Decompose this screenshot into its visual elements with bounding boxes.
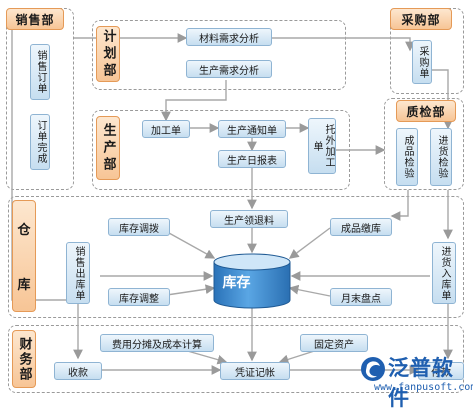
node-purchase-inbound[interactable]: 进货入库单 <box>432 242 456 304</box>
fanpusoft-logo: 泛普软件 www.fanpusoft.com <box>360 352 473 410</box>
node-inv-transfer[interactable]: 库存调拨 <box>108 218 170 236</box>
node-sales-order[interactable]: 销售订单 <box>30 44 50 100</box>
node-prod-daily[interactable]: 生产日报表 <box>218 150 286 168</box>
node-incoming-inspect[interactable]: 进货检验 <box>430 128 452 186</box>
node-sales-outbound[interactable]: 销售出库单 <box>66 242 90 304</box>
node-cost-alloc[interactable]: 费用分摊及成本计算 <box>100 334 214 352</box>
node-prod-pick-return[interactable]: 生产领退料 <box>210 210 288 228</box>
dept-sales: 销售部 <box>6 8 64 30</box>
node-fixed-assets[interactable]: 固定资产 <box>300 334 368 352</box>
node-voucher[interactable]: 凭证记帐 <box>220 362 290 380</box>
node-outsource-order[interactable]: 托外加工单 <box>308 118 336 174</box>
node-finished-stockin[interactable]: 成品缴库 <box>330 218 392 236</box>
finance-section <box>8 325 464 393</box>
node-finished-inspect[interactable]: 成品检验 <box>396 128 418 186</box>
dept-production: 生产部 <box>96 116 120 180</box>
quality-section <box>384 98 464 190</box>
warehouse-section <box>8 196 464 318</box>
fanpusoft-logo-icon <box>361 357 385 381</box>
node-receipt[interactable]: 收款 <box>54 362 102 380</box>
node-process-order[interactable]: 加工单 <box>142 120 190 138</box>
dept-planning: 计划部 <box>96 26 120 82</box>
dept-quality: 质检部 <box>396 100 456 122</box>
node-order-complete[interactable]: 订单完成 <box>30 114 50 170</box>
dept-warehouse-top: 仓 <box>17 223 31 238</box>
node-material-req[interactable]: 材料需求分析 <box>186 28 272 46</box>
node-month-end[interactable]: 月末盘点 <box>330 288 392 306</box>
dept-warehouse-bottom: 库 <box>17 278 31 293</box>
node-production-req[interactable]: 生产需求分析 <box>186 60 272 78</box>
logo-url: www.fanpusoft.com <box>374 382 473 393</box>
planning-section <box>92 20 346 90</box>
node-purchase-order[interactable]: 采购单 <box>412 40 432 84</box>
node-inv-adjust[interactable]: 库存调整 <box>108 288 170 306</box>
node-prod-notice[interactable]: 生产通知单 <box>218 120 286 138</box>
node-payment[interactable]: 付款 <box>418 362 464 380</box>
dept-warehouse: 仓 库 <box>12 200 36 312</box>
dept-finance: 财务部 <box>12 330 36 388</box>
dept-purchasing: 采购部 <box>390 8 452 30</box>
